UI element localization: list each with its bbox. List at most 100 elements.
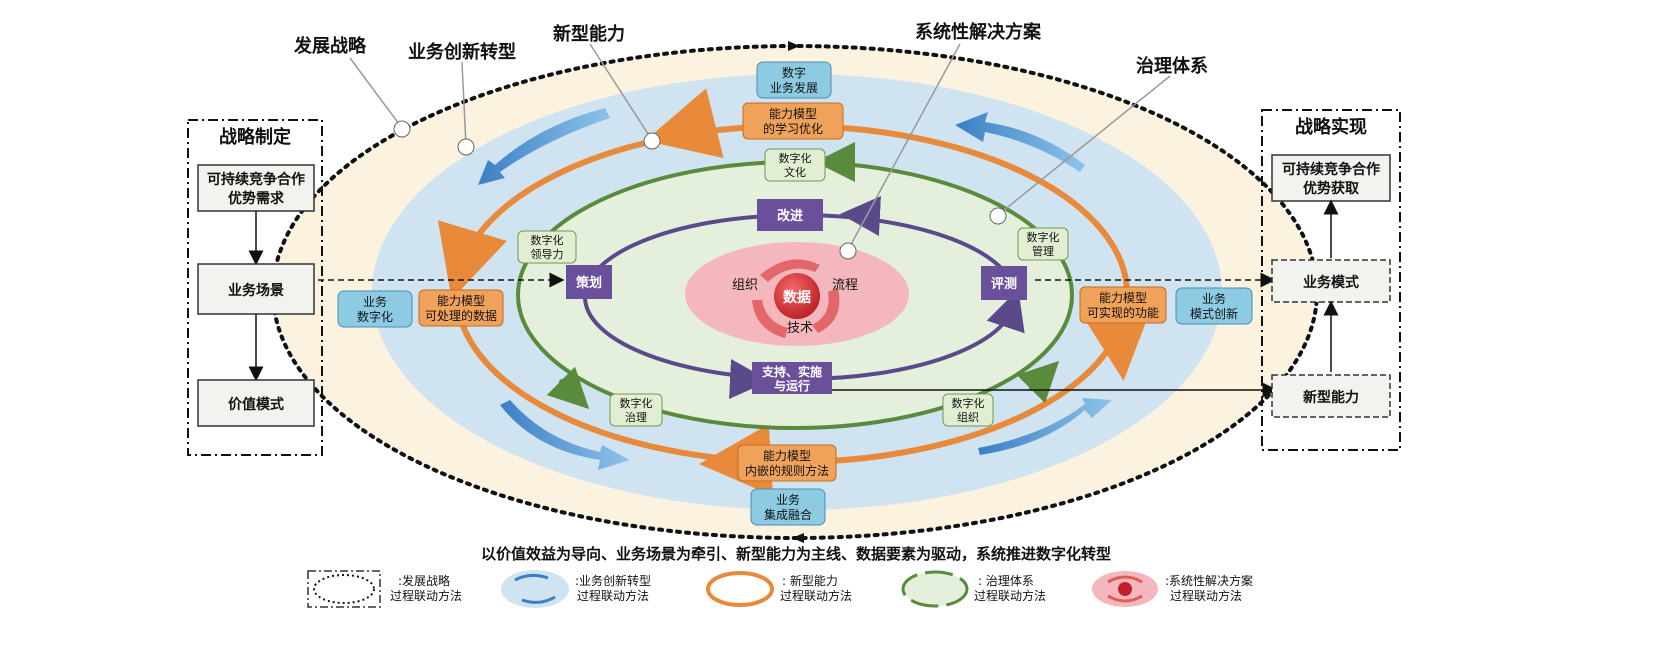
legend-item-solution: :系统性解决方案 过程联动方法 xyxy=(1092,571,1253,607)
plan-box xyxy=(566,265,612,299)
core-bottom-label: 技术 xyxy=(787,321,813,336)
legend-governance-line1: : 治理体系 xyxy=(978,574,1034,588)
business-digitalization-line2: 数字化 xyxy=(357,309,393,324)
capability-function-box xyxy=(1079,286,1167,324)
support-line1: 支持、实施 xyxy=(761,364,822,379)
competitive-gain-line1: 可持续竞争合作 xyxy=(1282,161,1380,178)
capability-learning-line1: 能力模型 xyxy=(769,107,817,121)
legend-innovation-line1: :业务创新转型 xyxy=(575,573,651,588)
business-model-label: 业务模式 xyxy=(1303,274,1359,291)
legend-item-strategy: :发展战略 过程联动方法 xyxy=(307,570,462,608)
value-model-label: 价值模式 xyxy=(228,396,284,413)
business-digitalization-box xyxy=(337,290,413,328)
digital-leadership-line2: 领导力 xyxy=(531,248,564,261)
capability-learning-line2: 的学习优化 xyxy=(763,121,823,136)
digital-business-dev-line2: 业务发展 xyxy=(770,80,818,95)
business-integration-line2: 集成融合 xyxy=(764,507,812,522)
legend-capability-line2: 过程联动方法 xyxy=(780,588,852,603)
value-model-box xyxy=(197,379,315,427)
callout-dot-capability xyxy=(643,132,661,150)
digital-business-dev-box xyxy=(756,61,832,99)
dotted-loop-icon xyxy=(313,574,375,604)
digital-culture-line1: 数字化 xyxy=(779,151,812,165)
callout-line-strategy xyxy=(349,57,403,129)
evaluate-box xyxy=(981,266,1027,300)
left-panel-title: 战略制定 xyxy=(219,126,291,148)
legend-item-governance: : 治理体系 过程联动方法 xyxy=(901,570,1046,608)
callout-dot-strategy xyxy=(393,120,411,138)
cycle-arrows-icon xyxy=(752,259,840,338)
digital-management-box xyxy=(1017,227,1069,261)
digital-organization-line2: 组织 xyxy=(957,410,979,424)
digital-leadership-box xyxy=(517,230,577,264)
business-scenario-label: 业务场景 xyxy=(228,282,284,299)
strategy-loop-arrow-bottom xyxy=(792,533,804,543)
digital-culture-box xyxy=(764,148,826,182)
plan-label: 策划 xyxy=(576,275,602,291)
green-cycle-icon xyxy=(901,570,969,608)
evaluate-label: 评测 xyxy=(991,276,1017,292)
purple-loop-arrow xyxy=(840,196,881,236)
business-model-box xyxy=(1271,259,1391,303)
new-capability-box xyxy=(1271,374,1391,418)
core-left-label: 组织 xyxy=(732,278,758,293)
legend-capability-line1: : 新型能力 xyxy=(782,573,838,588)
data-ball xyxy=(774,273,820,319)
business-model-innovation-line2: 模式创新 xyxy=(1190,306,1238,321)
caption: 以价值效益为导向、业务场景为牵引、新型能力为主线、数据要素为驱动，系统推进数字化… xyxy=(481,545,1111,563)
capability-function-line2: 可实现的功能 xyxy=(1087,305,1159,320)
competitive-gain-box xyxy=(1271,154,1391,202)
capability-learning-box xyxy=(742,102,844,140)
business-model-innovation-line1: 业务 xyxy=(1202,291,1226,306)
right-panel-title: 战略实现 xyxy=(1295,116,1367,138)
capability-rules-line1: 能力模型 xyxy=(763,449,811,463)
callout-dot-governance xyxy=(989,207,1007,225)
purple-loop-arrow xyxy=(986,289,1025,334)
callout-strategy: 发展战略 xyxy=(293,35,367,57)
strategy-realization-panel xyxy=(1261,109,1401,451)
legend-governance-line2: 过程联动方法 xyxy=(974,588,1046,603)
swoosh-arrow-bottom-right xyxy=(978,398,1112,455)
business-digitalization-line1: 业务 xyxy=(363,294,387,309)
digital-governance-line2: 治理 xyxy=(625,410,647,424)
legend-strategy-line2: 过程联动方法 xyxy=(390,588,462,603)
callout-line-innovation xyxy=(461,61,467,147)
strategy-loop-arrow-top xyxy=(788,41,800,51)
digital-management-line1: 数字化 xyxy=(1027,230,1060,244)
orange-cycle-icon xyxy=(706,571,774,607)
competitive-demand-line2: 优势需求 xyxy=(228,190,285,207)
purple-loop-arrow xyxy=(729,359,770,399)
digital-governance-box xyxy=(609,393,663,427)
callout-solution: 系统性解决方案 xyxy=(915,21,1042,43)
callout-line-governance xyxy=(997,75,1171,216)
orange-ring-arrow xyxy=(645,88,724,159)
digital-governance-line1: 数字化 xyxy=(620,396,653,410)
business-model-innovation-box xyxy=(1175,287,1253,325)
swoosh-arrow-bottom-left xyxy=(500,400,630,470)
legend: :发展战略 过程联动方法 :业务创新转型 过程联动方法 : 新型能力 过程联动方… xyxy=(307,570,1253,608)
callout-dot-solution xyxy=(839,242,857,260)
callout-governance: 治理体系 xyxy=(1136,55,1208,77)
swoosh-arrow-top-left xyxy=(478,108,610,185)
improve-box xyxy=(757,199,823,231)
callout-dot-innovation xyxy=(457,138,475,156)
digital-management-line2: 管理 xyxy=(1032,244,1054,258)
capability-data-box xyxy=(418,289,504,327)
callout-line-capability xyxy=(589,43,653,141)
capability-data-line2: 可处理的数据 xyxy=(425,308,497,323)
capability-function-line1: 能力模型 xyxy=(1099,291,1147,305)
competitive-gain-line2: 优势获取 xyxy=(1303,180,1360,197)
capability-data-line1: 能力模型 xyxy=(437,294,485,308)
digital-organization-line1: 数字化 xyxy=(952,396,985,410)
legend-solution-line2: 过程联动方法 xyxy=(1170,588,1242,603)
digital-culture-line2: 文化 xyxy=(784,165,806,179)
digital-organization-box xyxy=(942,393,994,427)
legend-solution-line1: :系统性解决方案 xyxy=(1165,573,1253,588)
callout-line-solution xyxy=(847,43,961,251)
orange-ring-arrow xyxy=(1080,305,1153,381)
legend-item-capability: : 新型能力 过程联动方法 xyxy=(706,571,852,607)
green-ring-arrow xyxy=(546,366,590,410)
competitive-demand-line1: 可持续竞争合作 xyxy=(207,171,305,188)
